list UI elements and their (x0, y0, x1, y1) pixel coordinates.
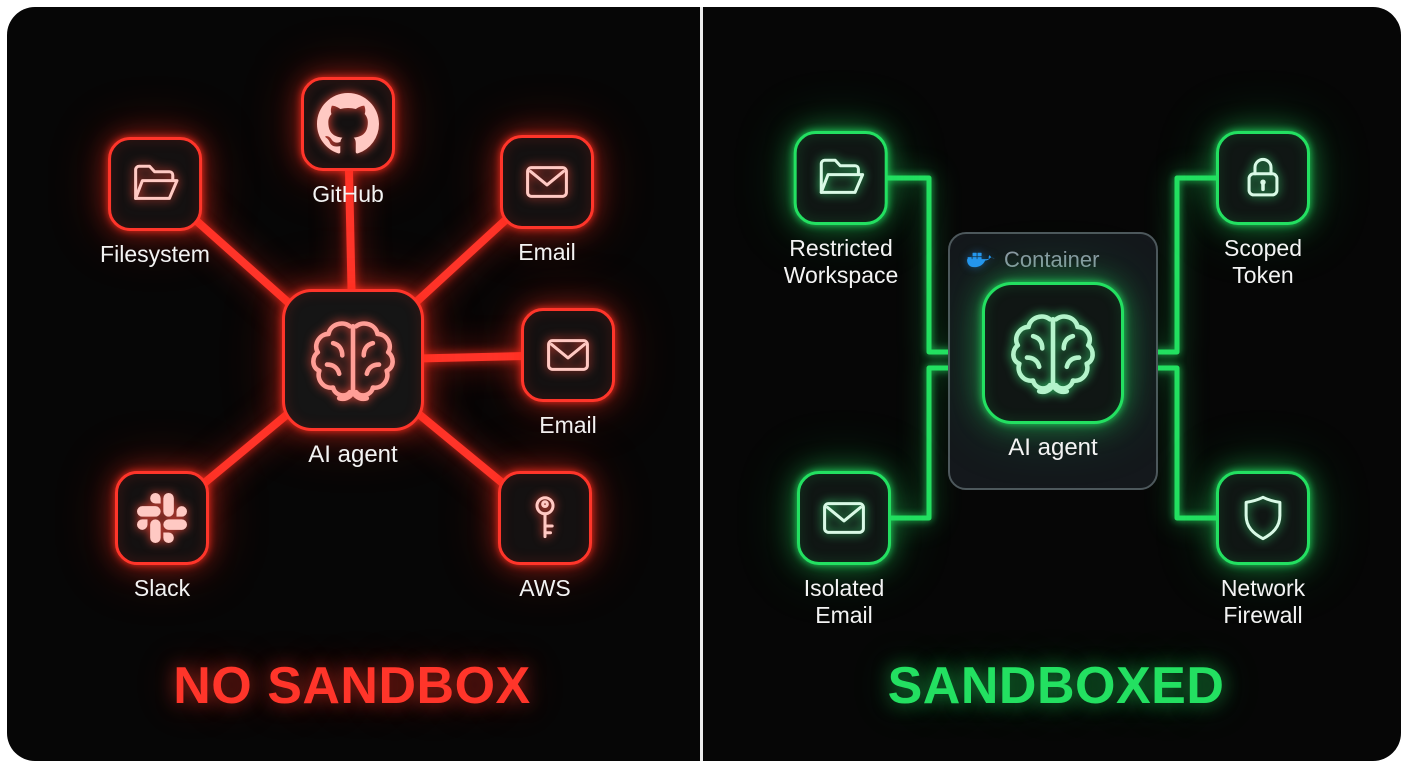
folder-icon (814, 151, 868, 205)
node-email-top-box (500, 135, 594, 229)
node-filesystem: Filesystem (100, 137, 210, 268)
node-slack-box (115, 471, 209, 565)
envelope-icon (817, 491, 871, 545)
node-email-right-label: Email (539, 412, 597, 438)
node-ai-agent-box (282, 289, 424, 431)
node-restricted-workspace-label: Restricted Workspace (783, 235, 899, 288)
node-filesystem-label: Filesystem (100, 241, 210, 267)
node-aws: AWS (498, 471, 592, 602)
container-box: Container AI agent (948, 232, 1158, 490)
node-github: GitHub (301, 77, 395, 208)
panel-divider (700, 7, 703, 761)
container-header: Container (950, 234, 1099, 273)
docker-icon (967, 250, 995, 270)
shield-icon (1236, 491, 1290, 545)
node-ai-agent: AI agent (282, 289, 424, 468)
envelope-icon (541, 328, 595, 382)
node-scoped-token-label: Scoped Token (1223, 235, 1302, 288)
slack-icon (137, 493, 187, 543)
sandboxed-ai-agent-label: AI agent (1008, 434, 1098, 461)
node-restricted-workspace: Restricted Workspace (783, 131, 899, 289)
node-isolated-email-box (797, 471, 891, 565)
key-icon (518, 491, 572, 545)
envelope-icon (520, 155, 574, 209)
node-email-right: Email (521, 308, 615, 439)
node-github-box (301, 77, 395, 171)
node-aws-label: AWS (519, 575, 571, 601)
brain-icon (1004, 304, 1102, 402)
node-network-firewall: Network Firewall (1216, 471, 1310, 629)
node-email-top: Email (500, 135, 594, 266)
node-email-top-label: Email (518, 239, 576, 265)
node-network-firewall-label: Network Firewall (1220, 575, 1306, 628)
lock-icon (1236, 151, 1290, 205)
container-label: Container (1004, 247, 1100, 272)
diagram-board (7, 7, 1401, 761)
no-sandbox-title: NO SANDBOX (173, 657, 531, 715)
node-filesystem-box (108, 137, 202, 231)
sandboxed-ai-agent-box (982, 282, 1124, 424)
github-icon (317, 93, 379, 155)
node-scoped-token: Scoped Token (1216, 131, 1310, 289)
node-github-label: GitHub (312, 181, 384, 207)
node-isolated-email-label: Isolated Email (803, 575, 885, 628)
node-isolated-email: Isolated Email (797, 471, 891, 629)
node-restricted-workspace-box (794, 131, 888, 225)
node-slack-label: Slack (133, 575, 191, 601)
brain-icon (304, 311, 402, 409)
node-email-right-box (521, 308, 615, 402)
node-aws-box (498, 471, 592, 565)
sandboxed-title: SANDBOXED (887, 657, 1225, 715)
node-network-firewall-box (1216, 471, 1310, 565)
sandboxed-ai-agent: AI agent (982, 282, 1124, 461)
node-slack: Slack (115, 471, 209, 602)
folder-icon (128, 157, 182, 211)
node-scoped-token-box (1216, 131, 1310, 225)
node-ai-agent-label: AI agent (308, 441, 398, 468)
